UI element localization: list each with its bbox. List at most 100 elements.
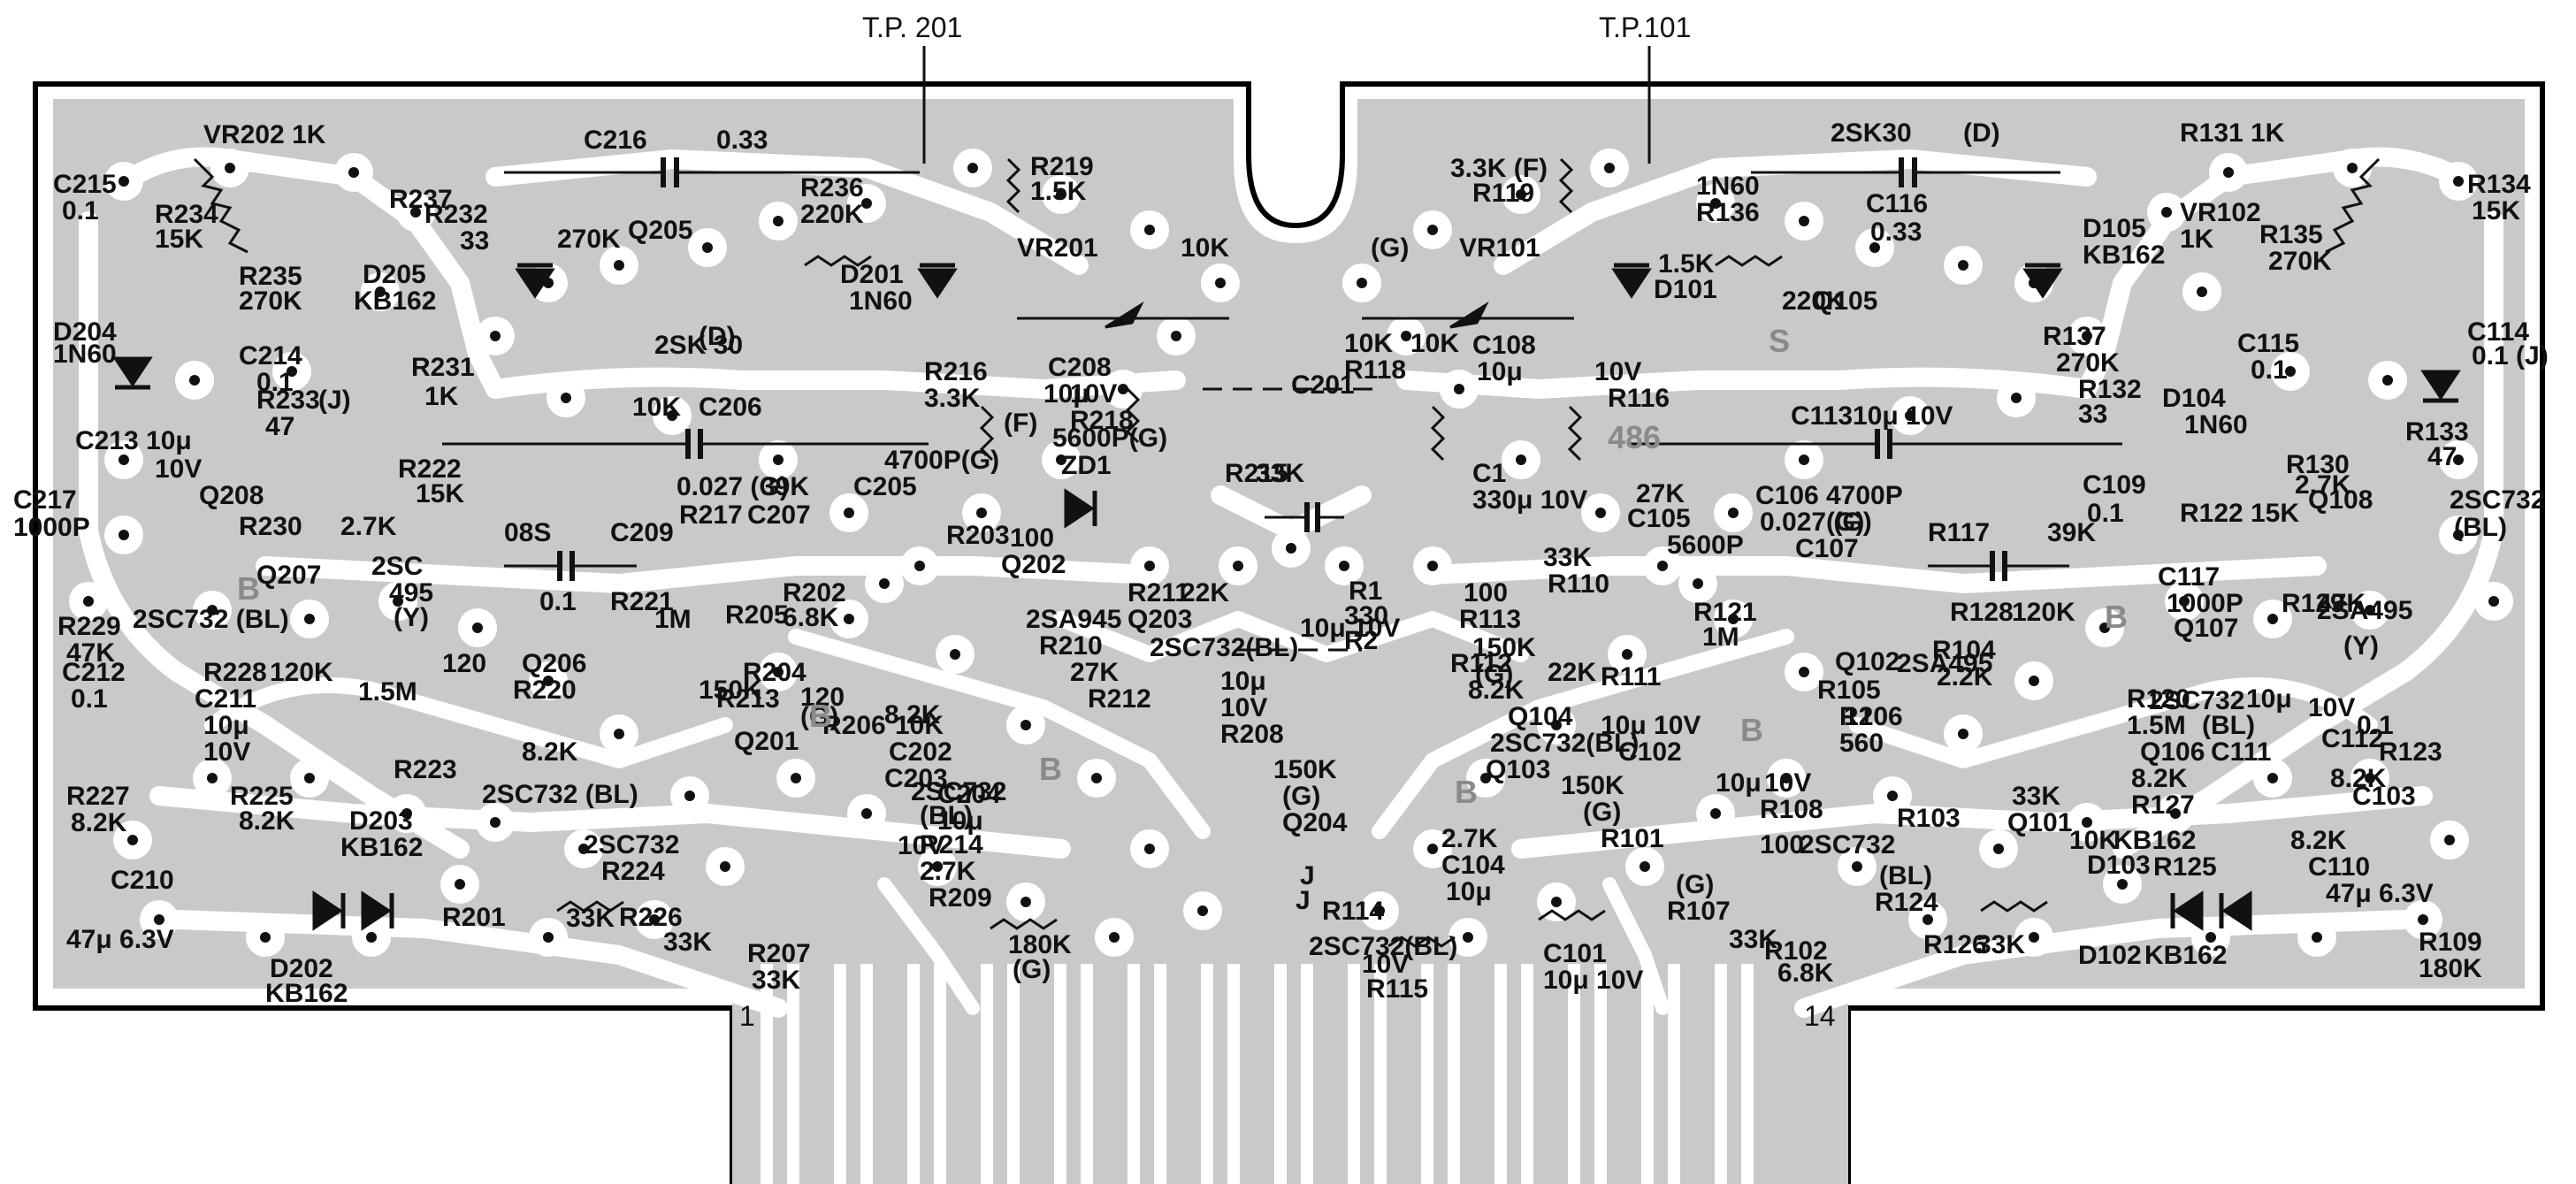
component-label: 8.2K	[2330, 764, 2387, 793]
pad-hole	[1551, 897, 1562, 907]
pad-hole	[914, 561, 925, 571]
component-label: R203	[946, 521, 1010, 550]
component-label: R114	[1322, 897, 1384, 926]
component-label: R117	[1928, 518, 1990, 547]
component-label: 33K	[2012, 782, 2060, 811]
pad-hole	[118, 530, 129, 540]
component-label: ZD1	[1061, 451, 1112, 480]
component-label: Q105	[1813, 286, 1877, 316]
component-label: C211	[195, 684, 256, 714]
test-point-label: T.P. 201	[862, 11, 962, 43]
component-label: R236	[800, 173, 864, 202]
component-label: 10μ	[2246, 684, 2292, 714]
component-label: 0.1 (J)	[2472, 341, 2549, 370]
pad-hole	[1958, 729, 1968, 739]
pad-hole	[189, 375, 200, 386]
component-label: R111	[1601, 662, 1661, 691]
pad-hole	[2312, 932, 2322, 943]
component-label: R116	[1608, 384, 1670, 413]
pad-hole	[1622, 649, 1632, 660]
component-label: 150K	[699, 676, 762, 705]
component-label: 10V	[1220, 693, 1267, 722]
pad-hole	[2453, 455, 2464, 465]
component-label: 2.7K	[920, 857, 976, 886]
component-label: R131	[2180, 118, 2243, 148]
component-label: R206	[822, 711, 886, 740]
component-label: 10K	[1181, 233, 1229, 263]
component-label: C207	[747, 500, 811, 530]
pad-hole	[844, 508, 854, 518]
component-label: Q101	[2007, 808, 2072, 837]
component-label: 10K	[2069, 826, 2118, 855]
component-label: KB162	[2083, 241, 2165, 270]
pad-hole	[2029, 932, 2039, 943]
component-label: R208	[1220, 720, 1284, 749]
component-label: C210	[111, 866, 174, 895]
component-label: R129	[2282, 589, 2345, 618]
component-label: 10V	[1362, 950, 1409, 979]
component-label: (G)	[1475, 660, 1513, 689]
component-label: VR101	[1459, 233, 1540, 263]
component-label: 0.027 (G)	[676, 472, 789, 501]
component-label: 47μ 6.3V	[66, 925, 174, 954]
connector-finger-gap	[1727, 964, 1741, 1184]
pad-hole	[1781, 773, 1792, 783]
pad-hole	[1869, 242, 1880, 253]
pad-hole	[773, 667, 784, 677]
component-label: R212	[1088, 684, 1151, 714]
component-label: 1N60	[1696, 172, 1760, 201]
pad-hole	[667, 410, 677, 421]
ghost-mark: B	[237, 570, 260, 607]
component-label: C117	[2158, 562, 2220, 592]
component-label: R222	[398, 455, 462, 484]
component-label: C110	[2308, 852, 2370, 882]
component-label: R135	[2259, 220, 2323, 249]
component-label: D101	[1654, 275, 1717, 304]
component-label: C106	[1755, 481, 1819, 510]
component-label: R230	[239, 512, 302, 541]
pad-hole	[773, 216, 784, 226]
component-label: D103	[2087, 851, 2151, 880]
component-label: 1000P	[13, 513, 90, 542]
component-label: R2	[1344, 626, 1378, 655]
component-label: 8.2K	[522, 737, 578, 767]
pad-hole	[2179, 596, 2190, 607]
component-label: 270K	[239, 286, 302, 316]
pad-hole	[1710, 198, 1721, 209]
pad-hole	[1020, 897, 1031, 907]
component-label: R112	[1450, 649, 1512, 678]
component-label: R237	[389, 185, 453, 214]
component-label: VR102	[2180, 198, 2261, 227]
component-label: R133	[2405, 417, 2469, 447]
component-label: R137	[2043, 322, 2106, 351]
component-label: R217	[679, 500, 743, 530]
component-label: D205	[363, 260, 426, 289]
connector-finger-gap	[846, 964, 860, 1184]
component-label: 10μ	[937, 806, 983, 836]
component-label: 47	[265, 412, 294, 441]
component-label: R107	[1667, 897, 1731, 926]
pad-hole	[1693, 578, 1703, 589]
component-label: C204	[937, 780, 1001, 809]
connector-finger-gap	[1580, 964, 1594, 1184]
test-point-label: T.P.101	[1599, 11, 1691, 43]
component-label: 1M	[1702, 623, 1739, 652]
pad-hole	[490, 331, 501, 341]
component-label: C203	[884, 764, 948, 793]
connector-finger-gap	[1654, 964, 1668, 1184]
component-label: Q201	[734, 727, 799, 756]
pad-hole	[1463, 932, 1473, 943]
component-label: VR201	[1017, 233, 1098, 263]
component-label: R132	[2078, 375, 2142, 404]
pad-hole	[1922, 914, 1933, 925]
component-label: 150K	[1472, 633, 1536, 662]
component-label: 330	[1344, 601, 1388, 630]
component-label: 4700P(G)	[884, 446, 999, 475]
component-label: C108	[1472, 331, 1536, 360]
component-label: R225	[230, 782, 294, 811]
component-label: C113	[1791, 401, 1853, 431]
component-label: 100	[1464, 578, 1508, 607]
component-label: 27K	[1636, 479, 1685, 508]
